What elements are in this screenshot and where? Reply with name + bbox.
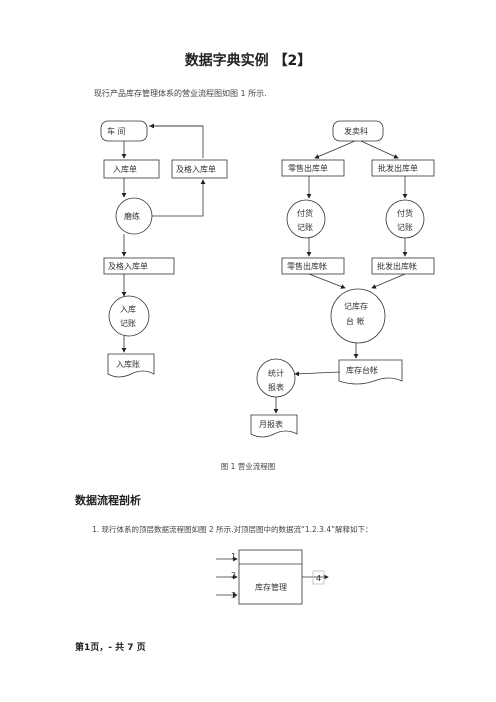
qualified-slip-top-node [171, 159, 228, 179]
title-tag: 【2】 [273, 53, 312, 69]
retail-out-ledger-label: 零售出库帐 [287, 261, 327, 271]
monthly-report-label: 月报表 [259, 419, 283, 429]
section-heading: 数据流程剖析 [75, 494, 141, 507]
receipt-slip-node [103, 159, 160, 179]
wholesale-out-slip-label: 批发出库单 [378, 163, 418, 173]
retail-out-ledger-node [281, 257, 345, 275]
dfd-out-4-label: 4 [316, 574, 321, 583]
dfd-process-label: 库存管理 [255, 582, 287, 592]
stock-in-post-label-1: 入库 [120, 304, 136, 314]
page-footer: 第1页，- 共 7 页 [75, 643, 146, 653]
inventory-post-node [330, 288, 386, 344]
stats-label-1: 统计 [268, 368, 284, 378]
dfd-in-1-label: 1 [231, 552, 236, 561]
inventory-post-label-1: 记库存 [344, 301, 368, 311]
sales-dept-node [332, 120, 384, 142]
title-text: 数据字典实例 [184, 53, 269, 69]
workshop-label: 车 间 [107, 126, 126, 136]
pay-post-right-label-2: 记账 [397, 223, 413, 232]
inventory-ledger-node [338, 359, 403, 385]
sales-dept-label: 发卖科 [344, 126, 368, 136]
receipt-slip-label: 入库单 [113, 164, 137, 174]
stock-in-post-label-2: 记账 [120, 319, 136, 328]
wholesale-out-slip-node [371, 159, 435, 177]
dfd-out-label-box [312, 570, 325, 585]
stock-in-post-node [108, 295, 150, 337]
stock-in-ledger-node [107, 353, 155, 378]
qualified-slip-node [103, 257, 175, 275]
stock-in-ledger-label: 入库账 [116, 359, 140, 369]
intro-text: 现行产品库存管理体系的营业流程图如图 1 所示. [94, 89, 267, 98]
retail-out-slip-label: 零售出库单 [288, 163, 328, 173]
paragraph-text: 1. 现行体系的顶层数据流程图如图 2 所示.对顶层图中的数据流“1.2.3.4… [92, 525, 373, 534]
page-title: 数据字典实例 【2】 [0, 50, 496, 70]
monthly-report-node [250, 414, 298, 438]
inspection-label: 磨练 [124, 211, 140, 221]
pay-post-left-label-2: 记账 [297, 223, 313, 232]
pay-post-left-label-1: 付货 [297, 208, 313, 218]
retail-out-slip-node [281, 159, 345, 177]
inventory-ledger-label: 库存台帐 [346, 365, 378, 375]
pay-post-right-label-1: 付货 [397, 208, 413, 218]
pay-post-left-node [286, 199, 326, 239]
stats-label-2: 报表 [268, 382, 284, 392]
inventory-post-label-2: 台 帐 [346, 316, 365, 326]
dfd-in-2-label: 2 [231, 571, 236, 580]
pay-post-right-node [385, 199, 425, 239]
wholesale-out-ledger-label: 批发出库帐 [377, 261, 417, 271]
qualified-slip-label: 及格入库单 [108, 261, 148, 271]
qualified-slip-top-label: 及格入库单 [176, 164, 216, 174]
dfd-in-3-label: 3 [231, 591, 236, 600]
dfd-process-box [238, 549, 303, 605]
figure-caption: 图 1 营业流程图 [220, 462, 276, 471]
wholesale-out-ledger-node [371, 257, 435, 275]
